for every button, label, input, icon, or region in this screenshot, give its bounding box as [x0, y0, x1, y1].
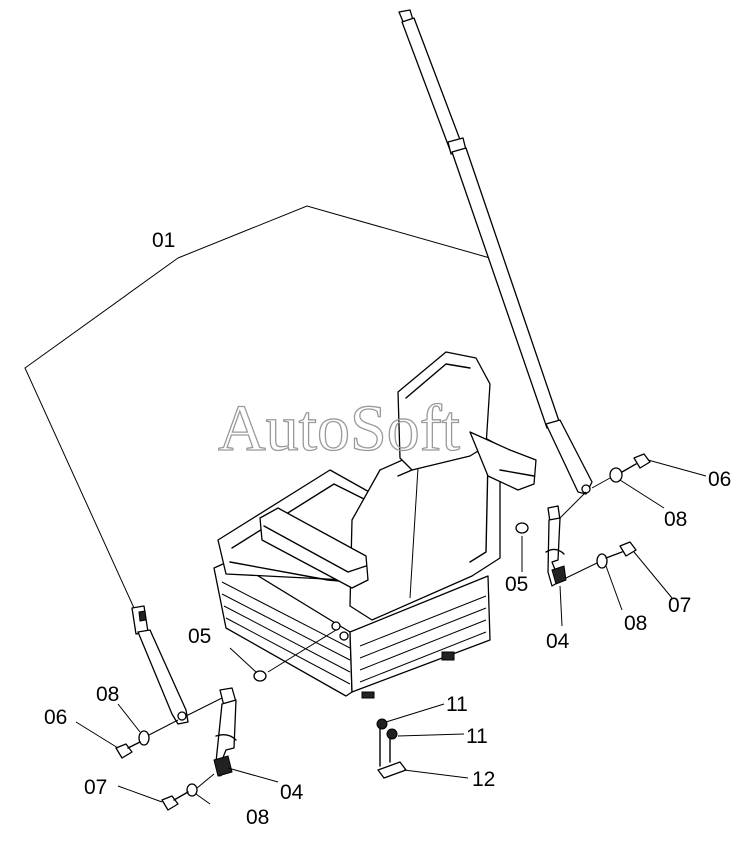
callout-06-right: 06: [708, 468, 731, 491]
callout-bracket-01: [24, 205, 491, 609]
callout-11-lower: 11: [466, 725, 488, 748]
lower-left-belt-strap: [131, 605, 189, 725]
callout-01: 01: [152, 229, 175, 252]
callout-04-right: 04: [546, 630, 570, 653]
callout-08-left-lower: 08: [246, 806, 269, 829]
callout-05-right: 05: [505, 573, 528, 596]
callout-08-right-upper: 08: [664, 508, 687, 531]
bottom-bracket-hardware: [376, 718, 407, 779]
operator-seat: [213, 351, 537, 699]
callout-05-left: 05: [188, 625, 211, 648]
callout-07-left: 07: [84, 776, 107, 799]
right-hardware: [515, 453, 651, 587]
callout-06-left: 06: [44, 706, 67, 729]
callout-11-upper: 11: [446, 693, 468, 716]
callout-08-left-upper: 08: [96, 683, 119, 706]
left-hardware: [115, 629, 337, 811]
autosoft-watermark: AutoSoft: [218, 392, 460, 465]
callout-07-right: 07: [668, 594, 691, 617]
callout-labels: 01 05 05 06 06 08 08 08 08 07 07 04 04 1…: [44, 229, 731, 829]
leader-lines: [75, 459, 707, 805]
callout-04-left: 04: [280, 781, 304, 804]
upper-belt-strap: [398, 9, 593, 495]
callout-08-right-lower: 08: [624, 612, 647, 635]
callout-12: 12: [472, 768, 495, 791]
